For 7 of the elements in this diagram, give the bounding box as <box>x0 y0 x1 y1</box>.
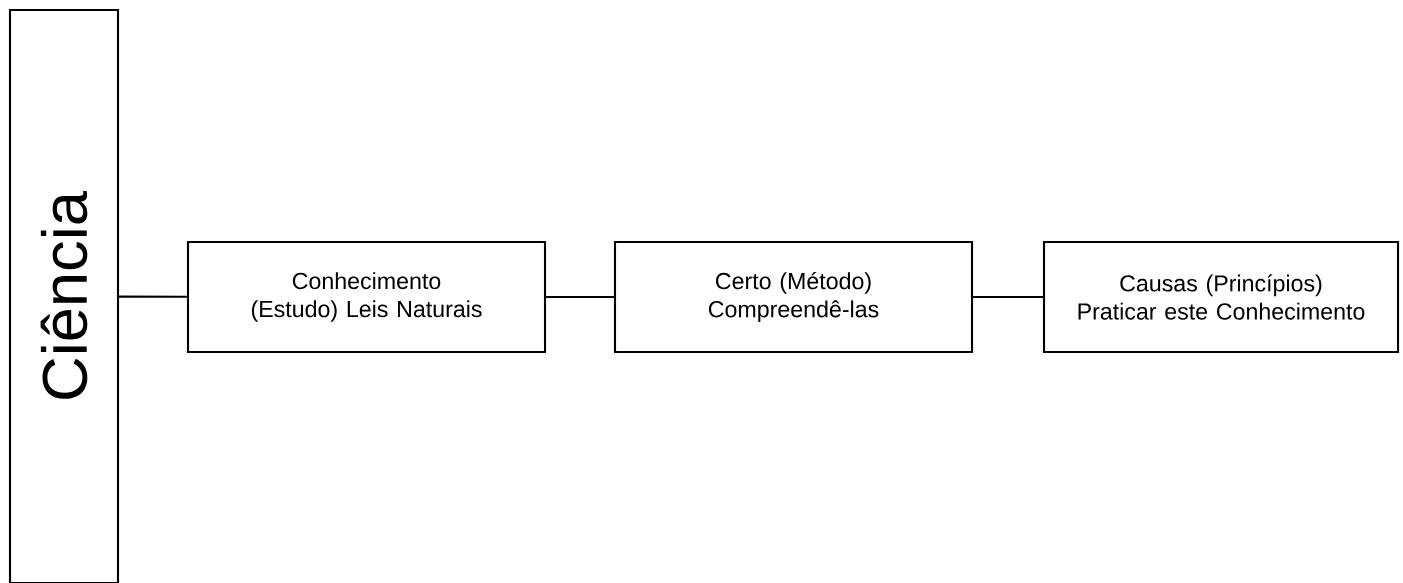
process-box: Causas (Princípios) Praticar este Conhecimento <box>1042 240 1400 354</box>
connector-line <box>973 295 1043 299</box>
title-box: Ciência <box>8 8 120 583</box>
connector-line <box>119 295 187 298</box>
process-box: Certo (Método) Compreendê-las <box>613 240 974 354</box>
process-box: Conhecimento (Estudo) Leis Naturais <box>186 240 547 354</box>
connector-line <box>546 295 614 299</box>
